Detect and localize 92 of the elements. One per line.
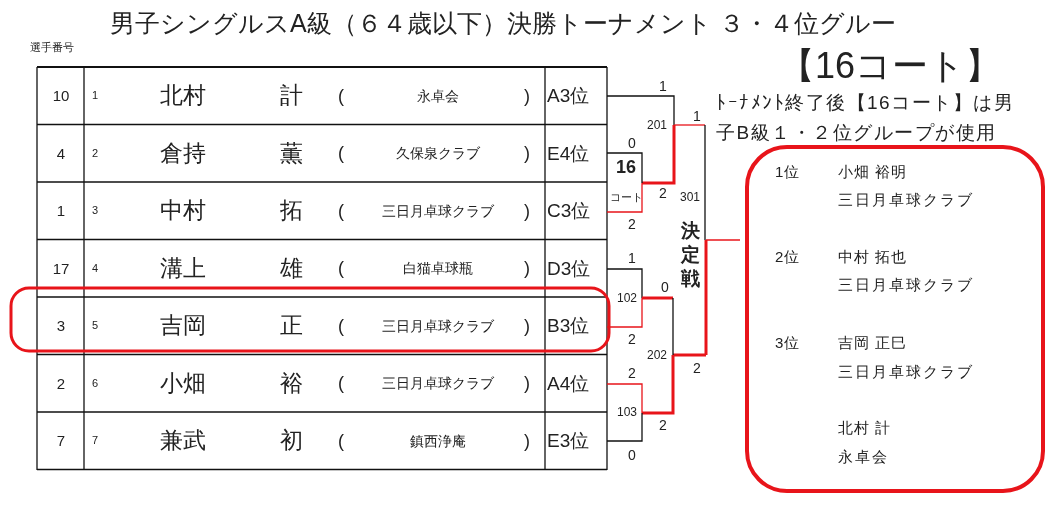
rank-text: E3位 bbox=[547, 431, 590, 451]
draw-number: 5 bbox=[92, 320, 99, 332]
given-name-text: 薫 bbox=[280, 141, 303, 165]
surname-text: 兼武 bbox=[160, 429, 206, 453]
court-text: コート bbox=[609, 191, 643, 203]
match-number: 102 bbox=[617, 292, 637, 304]
match-number: 202 bbox=[647, 349, 667, 361]
given-name-text: 初 bbox=[280, 429, 303, 453]
player-name: 中村 拓也 bbox=[838, 248, 908, 266]
club-name: 三日月卓球クラブ bbox=[838, 191, 974, 209]
given-name-text: 正 bbox=[280, 314, 303, 338]
parenthesis: ( bbox=[338, 316, 344, 335]
parenthesis: ) bbox=[524, 374, 530, 393]
score: 0 bbox=[628, 136, 636, 150]
parenthesis: ( bbox=[338, 144, 344, 163]
surname-text: 溝上 bbox=[160, 256, 206, 280]
rank-text: E4位 bbox=[547, 143, 590, 163]
rank-text: 3位 bbox=[775, 334, 801, 352]
score: 1 bbox=[659, 79, 667, 93]
note-text: ﾄｰﾅﾒﾝﾄ終了後【16コート】は男子B級１・２位グループが使用 bbox=[716, 90, 1016, 145]
draw-number: 2 bbox=[92, 147, 99, 159]
club-name: 三日月卓球クラブ bbox=[838, 363, 974, 381]
draw-number: 1 bbox=[92, 90, 99, 102]
score: 2 bbox=[693, 361, 701, 375]
parenthesis: ) bbox=[524, 316, 530, 335]
rank-text: 1位 bbox=[775, 163, 801, 181]
surname-text: 中村 bbox=[160, 199, 206, 223]
title: 男子シングルスA級（６４歳以下）決勝トーナメント ３・４位グルー bbox=[110, 10, 896, 36]
parenthesis: ( bbox=[338, 374, 344, 393]
club-name: 白猫卓球瓶 bbox=[403, 261, 473, 276]
club-name: 三日月卓球クラブ bbox=[382, 203, 494, 218]
match-number: 201 bbox=[647, 119, 667, 131]
match-number: 301 bbox=[680, 191, 700, 203]
player-name: 小畑 裕明 bbox=[838, 163, 908, 181]
given-name-text: 裕 bbox=[280, 371, 303, 395]
player-number: 17 bbox=[52, 260, 70, 276]
parenthesis: ( bbox=[338, 431, 344, 450]
club-name: 永卓会 bbox=[838, 448, 889, 466]
parenthesis: ) bbox=[524, 201, 530, 220]
score: 0 bbox=[661, 280, 669, 294]
draw-number: 3 bbox=[92, 205, 99, 217]
column-header: 選手番号 bbox=[30, 41, 74, 53]
rank-text: 2位 bbox=[775, 248, 801, 266]
club-name: 鎮西浄庵 bbox=[410, 433, 466, 448]
score: 2 bbox=[628, 366, 636, 380]
parenthesis: ) bbox=[524, 144, 530, 163]
club-name: 三日月卓球クラブ bbox=[838, 276, 974, 294]
score: 2 bbox=[659, 418, 667, 432]
final-match-text: 決定戦 bbox=[680, 219, 700, 291]
match-number: 103 bbox=[617, 406, 637, 418]
surname-text: 北村 bbox=[160, 84, 206, 108]
given-name-text: 計 bbox=[280, 84, 303, 108]
player-name: 北村 計 bbox=[838, 419, 892, 437]
player-number: 7 bbox=[56, 433, 66, 449]
parenthesis: ( bbox=[338, 259, 344, 278]
given-name-text: 雄 bbox=[280, 256, 303, 280]
player-number: 3 bbox=[56, 318, 66, 334]
draw-number: 6 bbox=[92, 377, 99, 389]
surname-text: 小畑 bbox=[160, 371, 206, 395]
parenthesis: ( bbox=[338, 201, 344, 220]
parenthesis: ) bbox=[524, 86, 530, 105]
parenthesis: ( bbox=[338, 86, 344, 105]
score: 2 bbox=[628, 332, 636, 346]
club-name: 三日月卓球クラブ bbox=[382, 318, 494, 333]
player-number: 2 bbox=[56, 375, 66, 391]
score: 1 bbox=[693, 109, 701, 123]
player-number: 4 bbox=[56, 145, 66, 161]
parenthesis: ) bbox=[524, 431, 530, 450]
rank-text: A3位 bbox=[547, 86, 590, 106]
score: 0 bbox=[628, 448, 636, 462]
club-name: 永卓会 bbox=[417, 88, 459, 103]
rank-text: C3位 bbox=[547, 201, 591, 221]
rank-text: D3位 bbox=[547, 258, 591, 278]
score: 1 bbox=[628, 251, 636, 265]
club-name: 久保泉クラブ bbox=[396, 146, 480, 161]
rank-text: A4位 bbox=[547, 373, 590, 393]
result-box bbox=[745, 145, 1045, 493]
player-number: 10 bbox=[52, 88, 70, 104]
parenthesis: ) bbox=[524, 259, 530, 278]
court-heading: 【16コート】 bbox=[778, 48, 1001, 84]
surname-text: 倉持 bbox=[160, 141, 206, 165]
court-number: 16 bbox=[616, 158, 636, 176]
draw-number: 4 bbox=[92, 262, 99, 274]
club-name: 三日月卓球クラブ bbox=[382, 376, 494, 391]
score: 2 bbox=[628, 217, 636, 231]
player-name: 吉岡 正巳 bbox=[838, 334, 908, 352]
score: 2 bbox=[659, 186, 667, 200]
surname-text: 吉岡 bbox=[160, 314, 206, 338]
rank-text: B3位 bbox=[547, 316, 590, 336]
given-name-text: 拓 bbox=[280, 199, 303, 223]
player-number: 1 bbox=[56, 203, 66, 219]
draw-number: 7 bbox=[92, 435, 99, 447]
